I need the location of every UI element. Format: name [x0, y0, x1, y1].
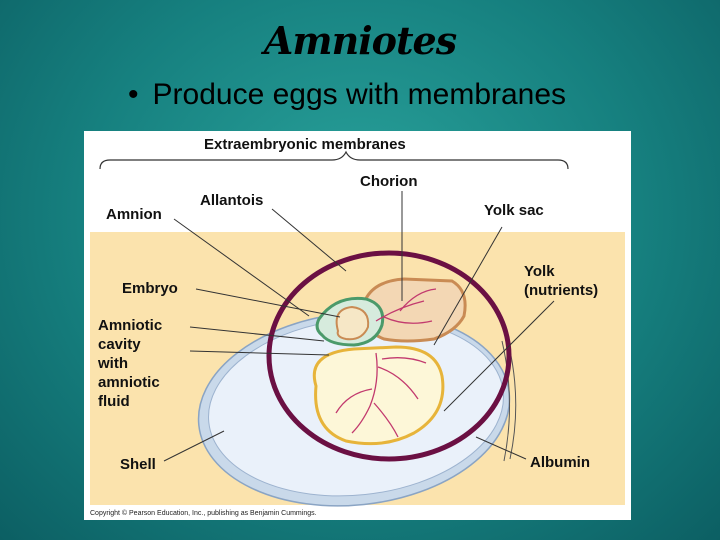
bullet-item: • Produce eggs with membranes [128, 78, 566, 112]
header-bracket [99, 150, 569, 170]
amniotic-label-line1: Amniotic [98, 317, 162, 334]
egg-diagram: Extraembryonic membranes Chori [84, 131, 631, 520]
yolk-sac-label: Yolk sac [484, 202, 544, 219]
header-label: Extraembryonic membranes [204, 136, 406, 153]
chorion-label: Chorion [360, 173, 418, 190]
yolk-sac [312, 345, 445, 446]
embryo-label: Embryo [122, 280, 178, 297]
yolk-label-line2: (nutrients) [524, 282, 598, 299]
chorion [266, 250, 512, 462]
embryo [335, 305, 370, 341]
yolk-label-line1: Yolk [524, 263, 555, 280]
slide-title: Amniotes [263, 18, 457, 63]
leader-lines [163, 191, 555, 462]
copyright-text: Copyright © Pearson Education, Inc., pub… [90, 509, 317, 517]
chalaza-line [501, 340, 510, 462]
egg-diagram-svg: Extraembryonic membranes Chori [90, 136, 625, 517]
bullet-text: Produce eggs with membranes [152, 78, 567, 111]
amniotic-label-line4: amniotic [98, 374, 160, 391]
amniotic-label-line2: cavity [98, 336, 141, 353]
bullet-dot: • [128, 78, 139, 111]
amnion-label: Amnion [106, 206, 162, 223]
allantois [362, 277, 467, 343]
allantois-label: Allantois [200, 192, 263, 209]
albumin-label: Albumin [530, 454, 590, 471]
blood-vessels [335, 288, 437, 438]
amniotic-label-line5: fluid [98, 393, 130, 410]
amniotic-label-line3: with [97, 355, 128, 372]
shell-label: Shell [120, 456, 156, 473]
